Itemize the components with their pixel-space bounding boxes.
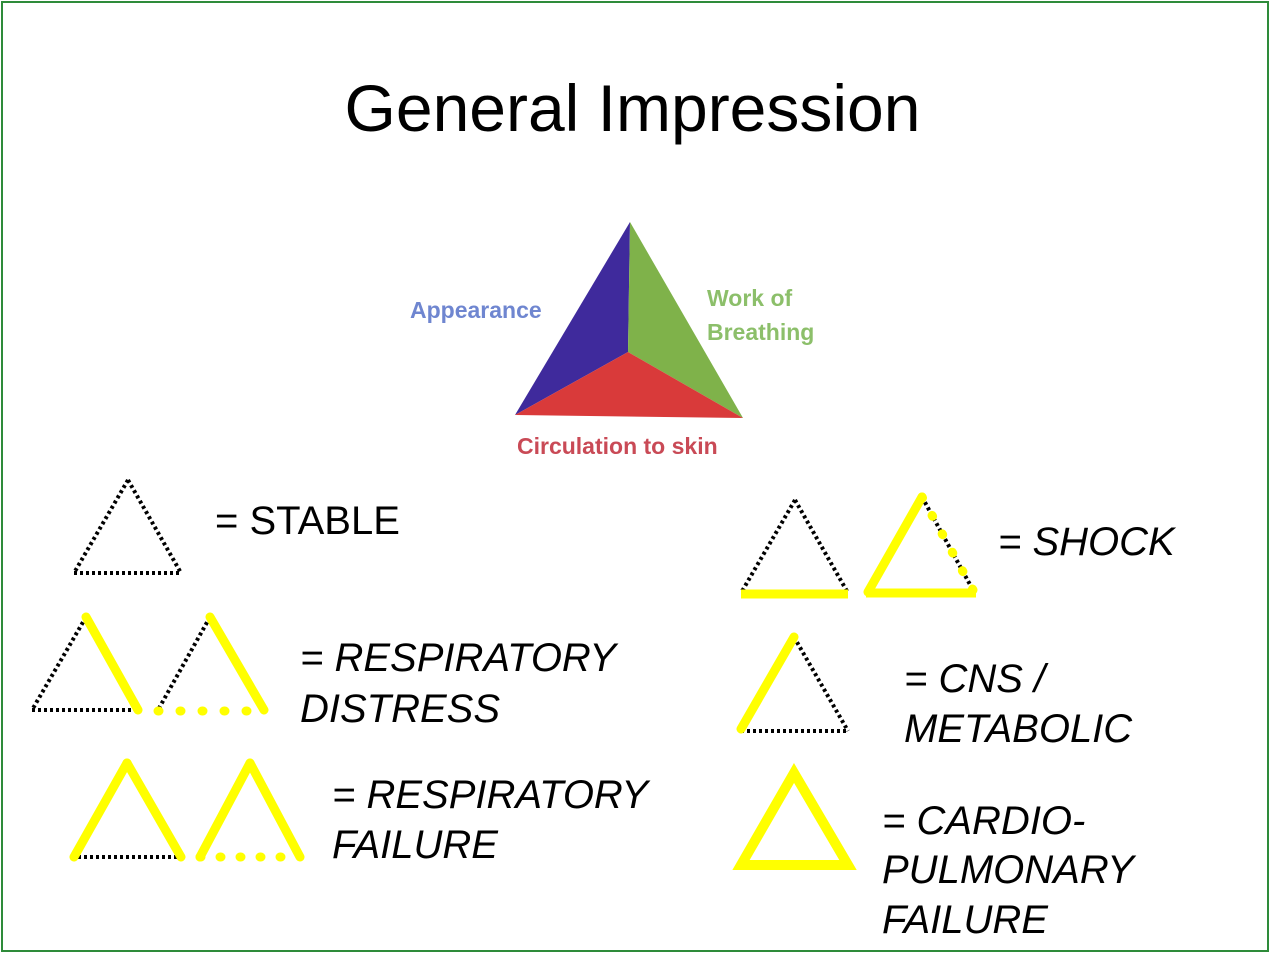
cns-label-line1: = CNS / [904,657,1046,701]
resp-distress-triangle-1 [30,612,143,715]
work-of-breathing-side [628,222,743,418]
stable-triangle [72,478,183,575]
shock-triangle-1 [739,498,850,599]
resp-failure-label-line2: FAILURE [332,823,498,867]
resp-distress-triangle-2 [153,612,269,716]
stable-label: = STABLE [215,499,400,543]
appearance-side [515,222,630,415]
cardio-label-line3: FAILURE [882,898,1048,942]
shock-triangle-2 [863,492,978,598]
resp-distress-label-line1: = RESPIRATORY [300,636,617,680]
appearance-label: Appearance [410,297,542,323]
resp-distress-label-line2: DISTRESS [300,687,501,731]
pat-triangle [515,222,743,418]
cardio-label-line2: PULMONARY [882,848,1134,892]
resp-failure-label-line1: = RESPIRATORY [332,773,649,817]
resp-failure-triangle-2 [195,758,305,862]
cardio-label-line1: = CARDIO- [882,799,1086,843]
circulation-label: Circulation to skin [517,433,718,459]
resp-failure-triangle-1 [69,758,186,862]
work-of-breathing-label-line1: Work of [707,285,793,311]
cns-metabolic-triangle [736,632,850,734]
circulation-side [515,352,743,418]
work-of-breathing-label-line2: Breathing [707,319,814,345]
slide-title: General Impression [344,71,921,145]
shock-label: = SHOCK [998,520,1175,564]
cardiopulmonary-failure-triangle [732,763,857,870]
cns-label-line2: METABOLIC [904,707,1133,751]
